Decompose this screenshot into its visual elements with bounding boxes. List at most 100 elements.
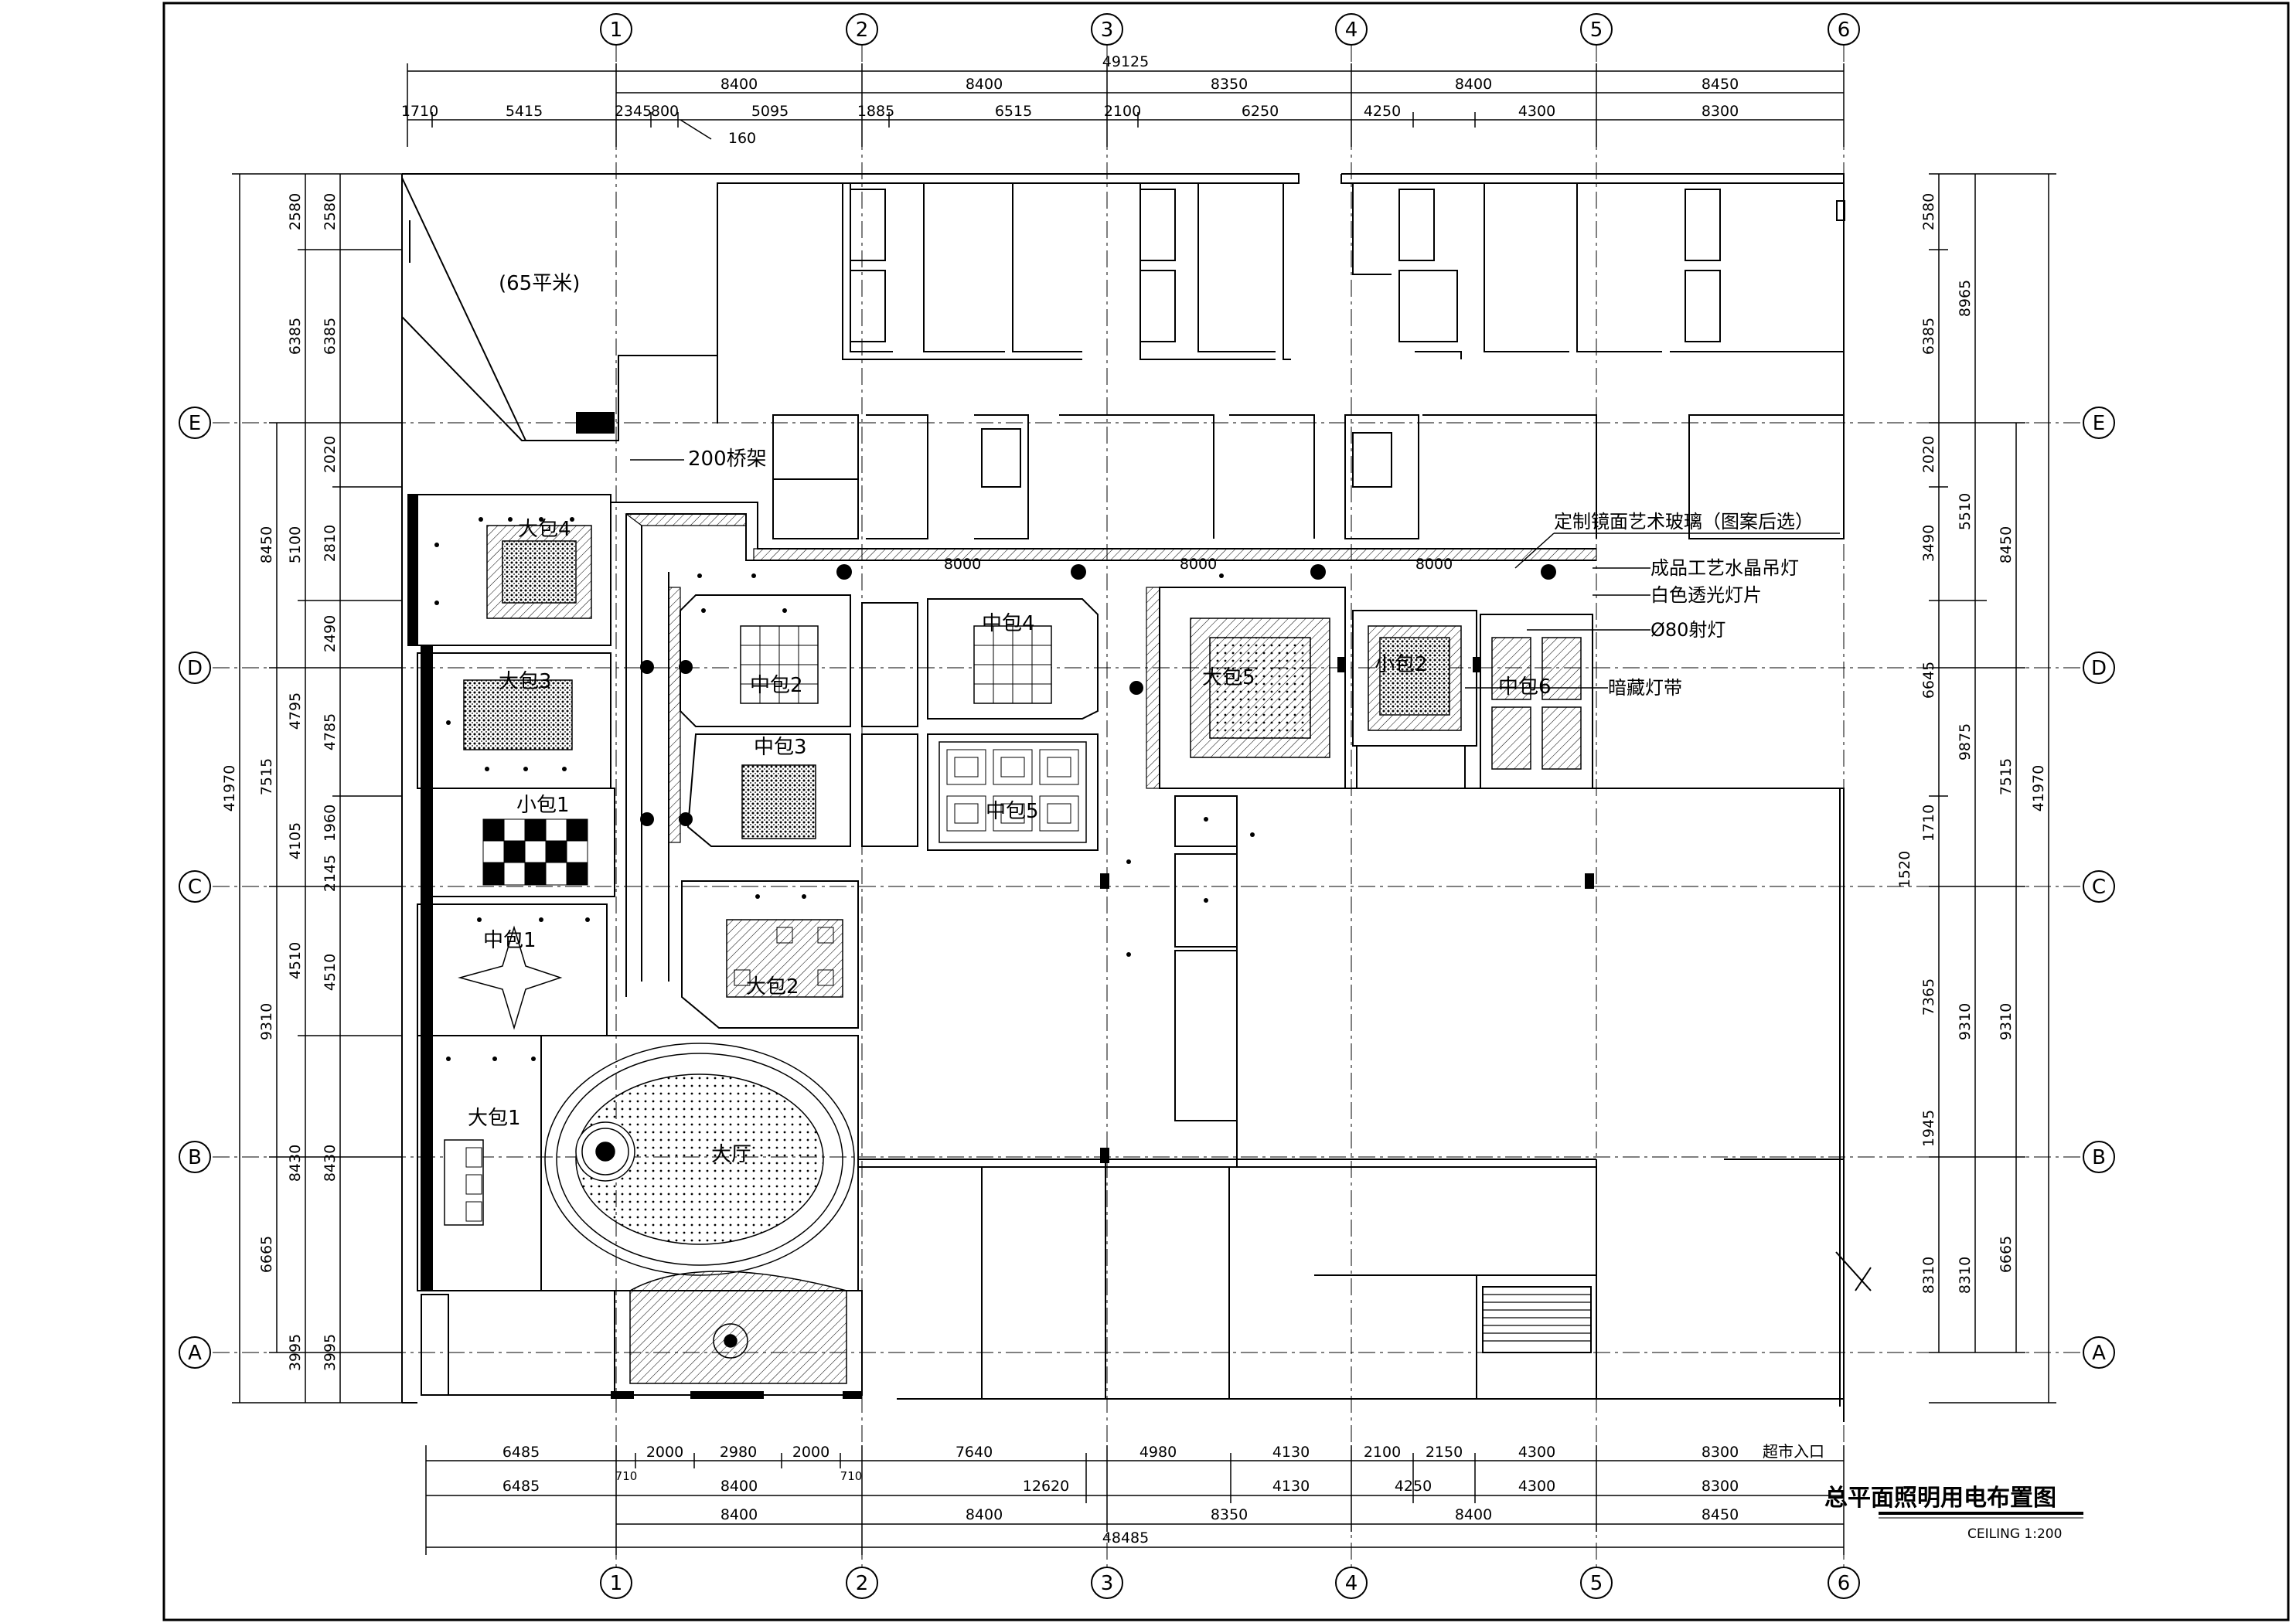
dim-bot-r2-2: 12620 (1023, 1478, 1069, 1495)
dim-right-c3-1: 7515 (1998, 758, 2015, 795)
sheet-border (162, 2, 2290, 1621)
dim-left-c1-6: 8430 (287, 1145, 304, 1182)
dim-top-r1-3: 8400 (1455, 76, 1492, 93)
axis-label-right-E: E (2093, 412, 2105, 435)
dim-right-c2-3: 9310 (1957, 1003, 1974, 1040)
dim-left-c2-8: 4510 (322, 954, 339, 991)
dim-top-r2-0: 1710 (401, 103, 438, 120)
drawing-scale: CEILING 1:200 (1967, 1526, 2062, 1542)
note-light-panel: 白色透光灯片 (1650, 584, 1762, 606)
room-label-xiaobao1: 小包1 (516, 794, 570, 817)
dim-right-c2-0: 8965 (1957, 280, 1974, 317)
room-ceilings (444, 525, 1582, 1226)
dim-bot-r1-9: 2100 (1364, 1444, 1401, 1461)
dim-bot-r1-8: 4130 (1272, 1444, 1310, 1461)
note-light-strip: 暗藏灯带 (1608, 677, 1682, 699)
dim-left-c1-4: 4105 (287, 822, 304, 859)
dim-right-c3-2: 9310 (1998, 1003, 2015, 1040)
dim-corridor-0: 8000 (944, 556, 981, 573)
dim-right-outer: 41970 (2030, 765, 2047, 812)
dim-left-c1-2: 5100 (287, 526, 304, 563)
dim-left-c2-5: 4785 (322, 713, 339, 750)
dim-bot-r1-10: 2150 (1426, 1444, 1463, 1461)
axis-label-right-D: D (2091, 657, 2107, 680)
room-label-dabao1: 大包1 (468, 1107, 521, 1130)
dim-right-c3-0: 8450 (1998, 526, 2015, 563)
dim-top-r1-4: 8450 (1702, 76, 1739, 93)
dim-right-c1-1: 6385 (1920, 318, 1937, 355)
axis-label-bottom-4: 4 (1345, 1572, 1358, 1595)
room-label-65: (65平米) (499, 272, 580, 295)
dim-bot-r3-2: 8350 (1211, 1506, 1248, 1523)
dim-left-mid-3: 6665 (258, 1236, 275, 1273)
dim-left-c2-0: 2580 (322, 193, 339, 230)
corridor-ceiling (625, 513, 1597, 843)
dim-right-c1-6: 1520 (1896, 851, 1913, 888)
lobby-oval-ceiling (544, 1043, 855, 1384)
dim-bot-r2-5: 4300 (1518, 1478, 1555, 1495)
dim-left-c2-3: 2810 (322, 525, 339, 562)
room-label-zhongbao4: 中包4 (982, 612, 1035, 635)
dim-top-r2-1: 5415 (506, 103, 543, 120)
dim-bot-r1-12: 8300 (1702, 1444, 1739, 1461)
dim-right-c1-3: 3490 (1920, 525, 1937, 562)
axis-label-bottom-6: 6 (1838, 1572, 1851, 1595)
dim-left-outer: 41970 (221, 765, 238, 812)
dim-bot-r3-0: 8400 (720, 1506, 758, 1523)
dim-left-c2-7: 2145 (322, 855, 339, 892)
axis-label-left-D: D (187, 657, 203, 680)
axis-label-bottom-1: 1 (610, 1572, 623, 1595)
column-axis-bubbles (600, 13, 1860, 1599)
leader-lines (630, 459, 1840, 689)
dim-right-c1-2: 2020 (1920, 436, 1937, 473)
drawing-title: 总平面照明用电布置图 (1824, 1485, 2056, 1512)
dim-top-r2-6: 6515 (995, 103, 1032, 120)
axis-label-left-B: B (188, 1146, 202, 1169)
dim-bot-r1-2: 2000 (646, 1444, 683, 1461)
dim-bot-r1-0: 6485 (502, 1444, 540, 1461)
axis-label-top-6: 6 (1838, 19, 1851, 42)
dim-left-c1-1: 6385 (287, 318, 304, 355)
stair (1483, 1294, 1591, 1342)
note-mirror-glass: 定制镜面艺术玻璃（图案后选） (1554, 511, 1814, 532)
room-label-zhongbao6: 中包6 (1498, 675, 1552, 699)
dim-right-c3-3: 6665 (1998, 1236, 2015, 1273)
room-label-zhongbao3: 中包3 (754, 736, 807, 759)
dim-left-c2-2: 2020 (322, 436, 339, 473)
dim-bot-r1-7: 4980 (1139, 1444, 1177, 1461)
room-label-dating: 大厅 (711, 1143, 751, 1166)
room-label-xiaobao2: 小包2 (1375, 653, 1428, 676)
dim-bot-r1-5: 710 (840, 1469, 863, 1483)
dim-top-r2-2: 2345 (615, 103, 652, 120)
axis-label-top-2: 2 (856, 19, 869, 42)
row-axis-bubbles (179, 407, 2115, 1369)
room-label-dabao4: 大包4 (518, 518, 571, 541)
dim-bot-total: 48485 (1102, 1529, 1149, 1546)
dim-left-c1-7: 3995 (287, 1334, 304, 1371)
dim-right-c2-4: 8310 (1957, 1257, 1974, 1294)
axis-label-bottom-3: 3 (1101, 1572, 1114, 1595)
room-label-dabao3: 大包3 (499, 670, 552, 693)
dim-right-c2-2: 9875 (1957, 723, 1974, 760)
room-label-dabao5: 大包5 (1202, 666, 1255, 689)
dim-right-c1-5: 1710 (1920, 805, 1937, 842)
dim-left-c1-3: 4795 (287, 692, 304, 730)
axis-label-bottom-2: 2 (856, 1572, 869, 1595)
dim-bot-r2-4: 4250 (1395, 1478, 1432, 1495)
dim-left-c2-9: 8430 (322, 1145, 339, 1182)
axis-label-top-3: 3 (1101, 19, 1114, 42)
dim-bot-r3-3: 8400 (1455, 1506, 1492, 1523)
axis-label-left-A: A (188, 1342, 202, 1365)
axis-label-left-C: C (188, 876, 202, 899)
columns (576, 412, 1594, 1399)
axis-label-right-B: B (2092, 1146, 2106, 1169)
dim-left-mid-1: 7515 (258, 758, 275, 795)
dim-corridor-2: 8000 (1415, 556, 1453, 573)
axis-label-left-E: E (189, 412, 201, 435)
dim-right-c1-0: 2580 (1920, 193, 1937, 230)
dim-bot-r2-3: 4130 (1272, 1478, 1310, 1495)
dim-top-r1-0: 8400 (720, 76, 758, 93)
dim-bot-r1-3: 2980 (720, 1444, 757, 1461)
axis-label-top-4: 4 (1345, 19, 1358, 42)
